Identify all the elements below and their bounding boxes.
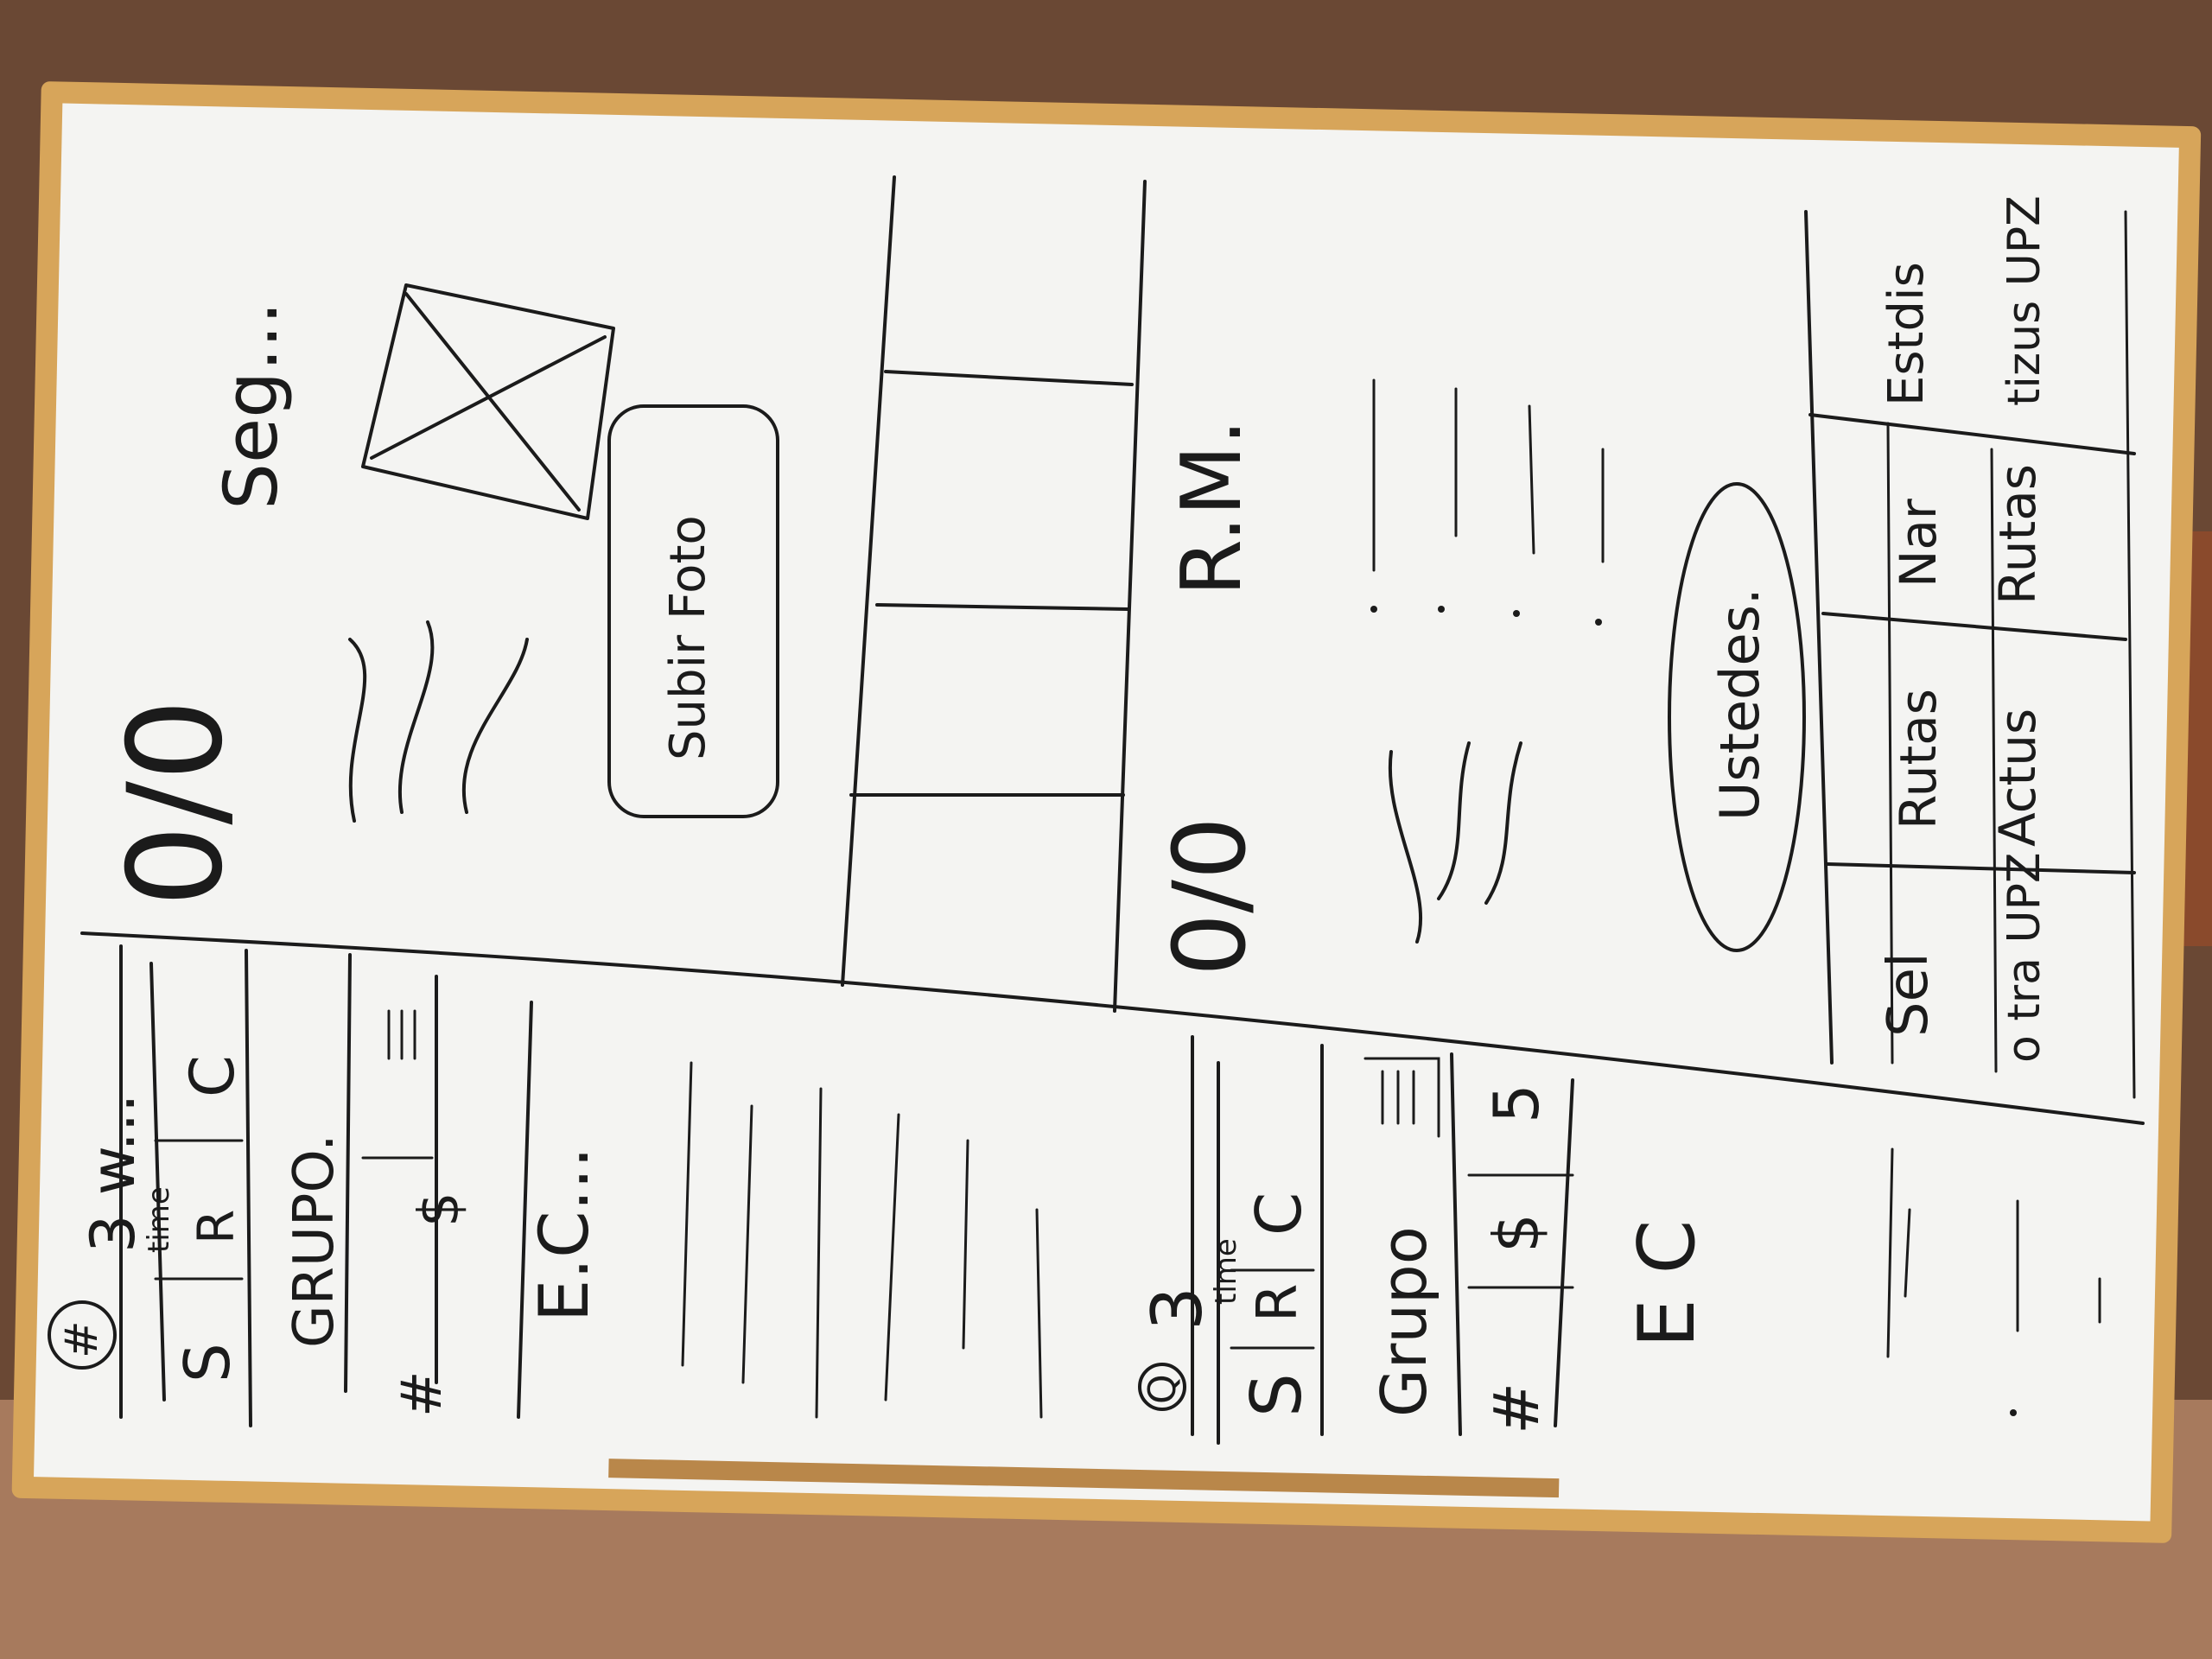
table-cell-rutas: Rutas <box>1988 464 2047 605</box>
table-cell-otra-upz: o tra UPZ <box>1999 852 2050 1063</box>
dot <box>1438 606 1445 613</box>
hamburger-menu-icon[interactable] <box>387 1009 416 1060</box>
list2-cell-s: S <box>1236 1373 1317 1417</box>
table-line <box>2124 210 2136 1099</box>
list-line <box>517 1001 533 1419</box>
list2-badge-text: Q <box>1141 1374 1185 1404</box>
divider-vertical-3 <box>1804 210 1834 1065</box>
table-cell-tizus-upz: tizus UPZ <box>1999 195 2050 406</box>
list2-group-label: Grupo <box>1368 1226 1440 1417</box>
list1-time-label: time <box>142 1186 176 1253</box>
table-line <box>1990 448 1998 1073</box>
screen1-title: Seg... <box>209 302 295 510</box>
list1-cell-c: C <box>177 1055 248 1097</box>
list2-number: 5 <box>1480 1084 1553 1123</box>
text-line-squiggle <box>348 638 367 823</box>
dot <box>1513 610 1520 617</box>
hamburger-menu-icon[interactable] <box>1363 1057 1440 1138</box>
text-line-squiggle <box>461 638 529 814</box>
list1-cell-r: R <box>187 1210 245 1244</box>
list-item-line <box>884 1113 900 1402</box>
text-line-squiggle <box>1484 741 1522 905</box>
table-line <box>1808 413 2136 455</box>
list2-hash: # <box>1480 1382 1553 1434</box>
ustedes-button-label: Ustedes. <box>1708 588 1771 821</box>
upload-photo-button[interactable] <box>607 404 779 818</box>
list-line <box>1554 1078 1574 1427</box>
list-item-line <box>1886 1147 1894 1358</box>
list1-badge-text: # <box>56 1320 108 1358</box>
ustedes-button[interactable] <box>1668 482 1806 952</box>
list-item-line <box>1035 1208 1043 1419</box>
whiteboard <box>11 81 2202 1543</box>
list-line <box>245 949 252 1427</box>
text-line <box>1528 404 1535 555</box>
list-item-line <box>962 1139 969 1350</box>
dot <box>1595 619 1602 626</box>
list-item-line <box>681 1061 693 1367</box>
text-line-squiggle <box>1388 750 1423 944</box>
list2-badge <box>1138 1363 1186 1411</box>
list1-hash: # <box>391 1370 454 1417</box>
crossed-box-icon <box>361 283 615 520</box>
screen1-counter: 0/0 <box>101 699 251 907</box>
list-line <box>1450 1052 1462 1436</box>
list1-footer: E.C... <box>526 1147 604 1322</box>
table-line <box>1821 612 2127 641</box>
list1-price: $ <box>408 1192 472 1227</box>
list1-cell-s: S <box>171 1343 244 1382</box>
table-header-nar: Nar <box>1889 499 1948 588</box>
table-cell-actus: Actus <box>1988 709 2047 847</box>
table-header-estdis: Estdis <box>1878 262 1935 406</box>
dot <box>1370 606 1377 613</box>
list1-header: 3 w... <box>78 1094 149 1253</box>
table-header-rutas: Rutas <box>1889 689 1948 830</box>
screen2-title: R.M. <box>1165 419 1260 596</box>
text-line-squiggle <box>398 620 435 814</box>
divider-horizontal <box>80 931 2145 1125</box>
divider-vertical-1 <box>841 175 896 987</box>
right-table: Sel Rutas Nar Estdis o tra UPZ Actus Rut… <box>1808 195 2136 1099</box>
dot <box>2010 1409 2017 1416</box>
rung-1 <box>884 370 1134 386</box>
list2-time-label: time <box>1209 1238 1243 1305</box>
list-item-line <box>815 1087 823 1419</box>
wireframe-sketch: 0/0 Seg... Subir Foto 0/0 R.M. Ustedes. <box>48 175 2145 1445</box>
list-line <box>344 953 352 1393</box>
table-line <box>1886 422 1894 1065</box>
marker-tray <box>608 1459 1560 1498</box>
list-2: Q 3 time S R C Grupo $ 5 # E C <box>1137 1035 2101 1445</box>
list1-group-label: GRUPO. <box>283 1134 346 1348</box>
screen2-counter: 0/0 <box>1153 817 1268 976</box>
list-item-line <box>741 1104 753 1384</box>
list-line <box>149 962 166 1402</box>
list-item-line <box>1904 1208 1911 1298</box>
list1-badge <box>48 1300 117 1370</box>
table-header-sel: Sel <box>1877 952 1941 1037</box>
list2-cell-c: C <box>1243 1192 1315 1236</box>
list2-header: 3 <box>1137 1287 1217 1331</box>
upload-photo-button-label: Subir Foto <box>660 515 716 760</box>
list2-footer: E C <box>1622 1220 1713 1348</box>
list-1: # 3 w... time S R C GRUPO. $ # E.C... <box>48 944 1043 1427</box>
rung-2 <box>875 603 1129 611</box>
text-line-squiggle <box>1437 741 1471 900</box>
list2-price: $ <box>1480 1213 1553 1253</box>
divider-vertical-2 <box>1113 180 1147 1013</box>
board-surface <box>34 103 2179 1522</box>
list2-cell-r: R <box>1246 1284 1310 1322</box>
table-line <box>1826 862 2136 874</box>
